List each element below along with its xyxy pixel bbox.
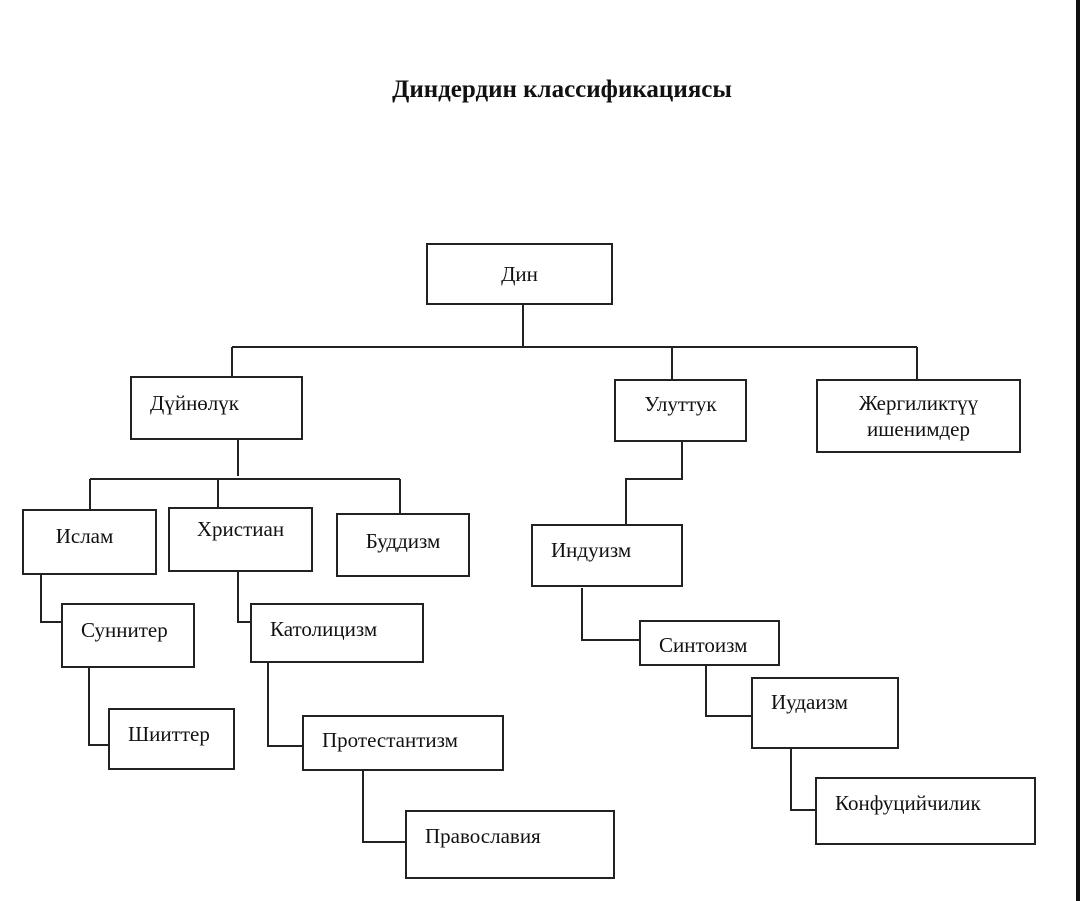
- connector-sintoizm-iudaizm: [705, 666, 752, 717]
- node-hristian: Христиан: [168, 507, 313, 572]
- node-katolitsizm: Католицизм: [250, 603, 424, 663]
- connector-iudaizm-konfutsiychilik: [790, 749, 816, 811]
- connector-sunniter-shiitter: [88, 668, 109, 746]
- connector-protestantizm-pravoslaviya: [362, 771, 406, 843]
- node-protestantizm: Протестантизм: [302, 715, 504, 771]
- node-islam: Ислам: [22, 509, 157, 575]
- right-edge-border: [1076, 0, 1080, 901]
- node-din: Дин: [426, 243, 613, 305]
- node-iudaizm: Иудаизм: [751, 677, 899, 749]
- node-buddizm: Буддизм: [336, 513, 470, 577]
- node-jergiliktuu: Жергиликтүү ишенимдер: [816, 379, 1021, 453]
- node-duinoluk: Дүйнөлүк: [130, 376, 303, 440]
- node-uluttuk: Улуттук: [614, 379, 747, 442]
- connector-katolitsizm-protestantizm: [267, 663, 303, 747]
- node-sintoizm: Синтоизм: [639, 620, 780, 666]
- connector-uluttuk-induizm: [625, 442, 683, 524]
- node-shiitter: Шииттер: [108, 708, 235, 770]
- node-pravoslaviya: Православия: [405, 810, 615, 879]
- diagram-title: Диндердин классификациясы: [392, 76, 732, 103]
- connector-hristian-katolitsizm: [237, 572, 251, 623]
- connector-islam-sunniter: [40, 575, 62, 623]
- node-sunniter: Суннитер: [61, 603, 195, 668]
- node-konfutsiychilik: Конфуцийчилик: [815, 777, 1036, 845]
- node-induizm: Индуизм: [531, 524, 683, 587]
- connector-induizm-sintoizm: [581, 588, 640, 641]
